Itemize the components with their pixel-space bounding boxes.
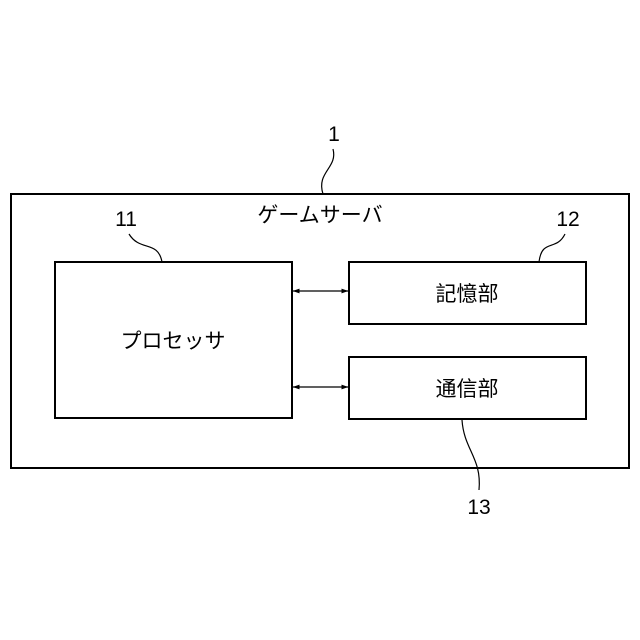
memory-unit-label: 記憶部 xyxy=(436,282,499,306)
processor-label: プロセッサ xyxy=(121,329,226,353)
game-server-label: ゲームサーバ xyxy=(257,203,382,227)
communication-unit-label: 通信部 xyxy=(436,377,499,401)
server-ref-number: 1 xyxy=(328,123,340,146)
server-leader-line xyxy=(322,149,334,194)
memory-ref-number: 12 xyxy=(556,208,579,231)
processor-ref-number: 11 xyxy=(115,208,137,231)
communication-ref-number: 13 xyxy=(467,496,490,519)
